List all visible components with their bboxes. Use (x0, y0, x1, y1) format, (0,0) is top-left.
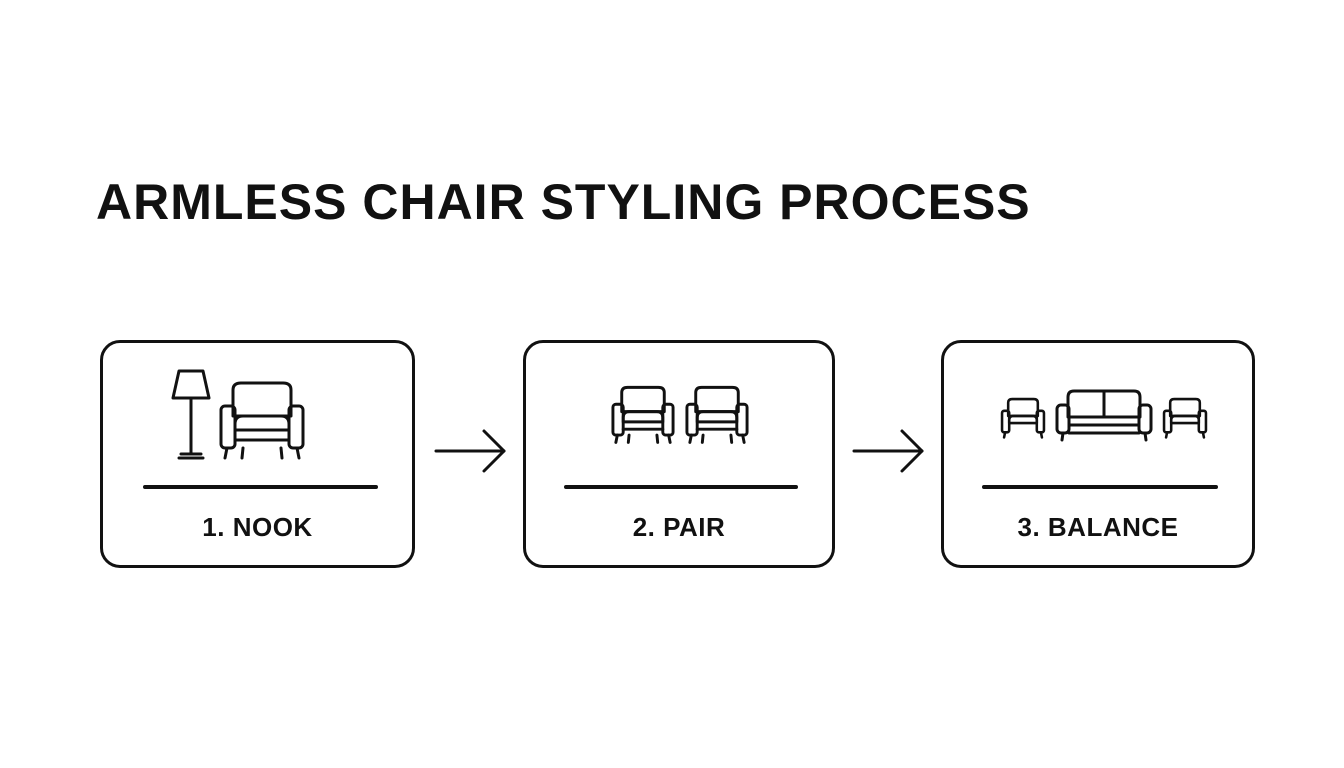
sofa-icon (1055, 389, 1153, 442)
step-card-balance: 3. BALANCE (941, 340, 1255, 568)
armchair-icon (219, 381, 305, 460)
step-label: 1. NOOK (202, 512, 313, 542)
card-divider (143, 485, 378, 489)
arrow-right-icon (434, 429, 506, 473)
armchair-icon (1162, 397, 1208, 439)
floor-lamp-icon (171, 369, 211, 460)
armchair-icon (1000, 397, 1046, 439)
page-title: ARMLESS CHAIR STYLING PROCESS (96, 174, 1031, 230)
step-card-nook: 1. NOOK (100, 340, 415, 568)
armchair-icon (611, 385, 675, 444)
arrow-right-icon (852, 429, 924, 473)
step-label: 2. PAIR (632, 512, 726, 542)
card-divider (982, 485, 1218, 489)
step-label: 3. BALANCE (1017, 512, 1179, 542)
armchair-icon (685, 385, 749, 444)
card-divider (564, 485, 798, 489)
step-card-pair: 2. PAIR (523, 340, 835, 568)
